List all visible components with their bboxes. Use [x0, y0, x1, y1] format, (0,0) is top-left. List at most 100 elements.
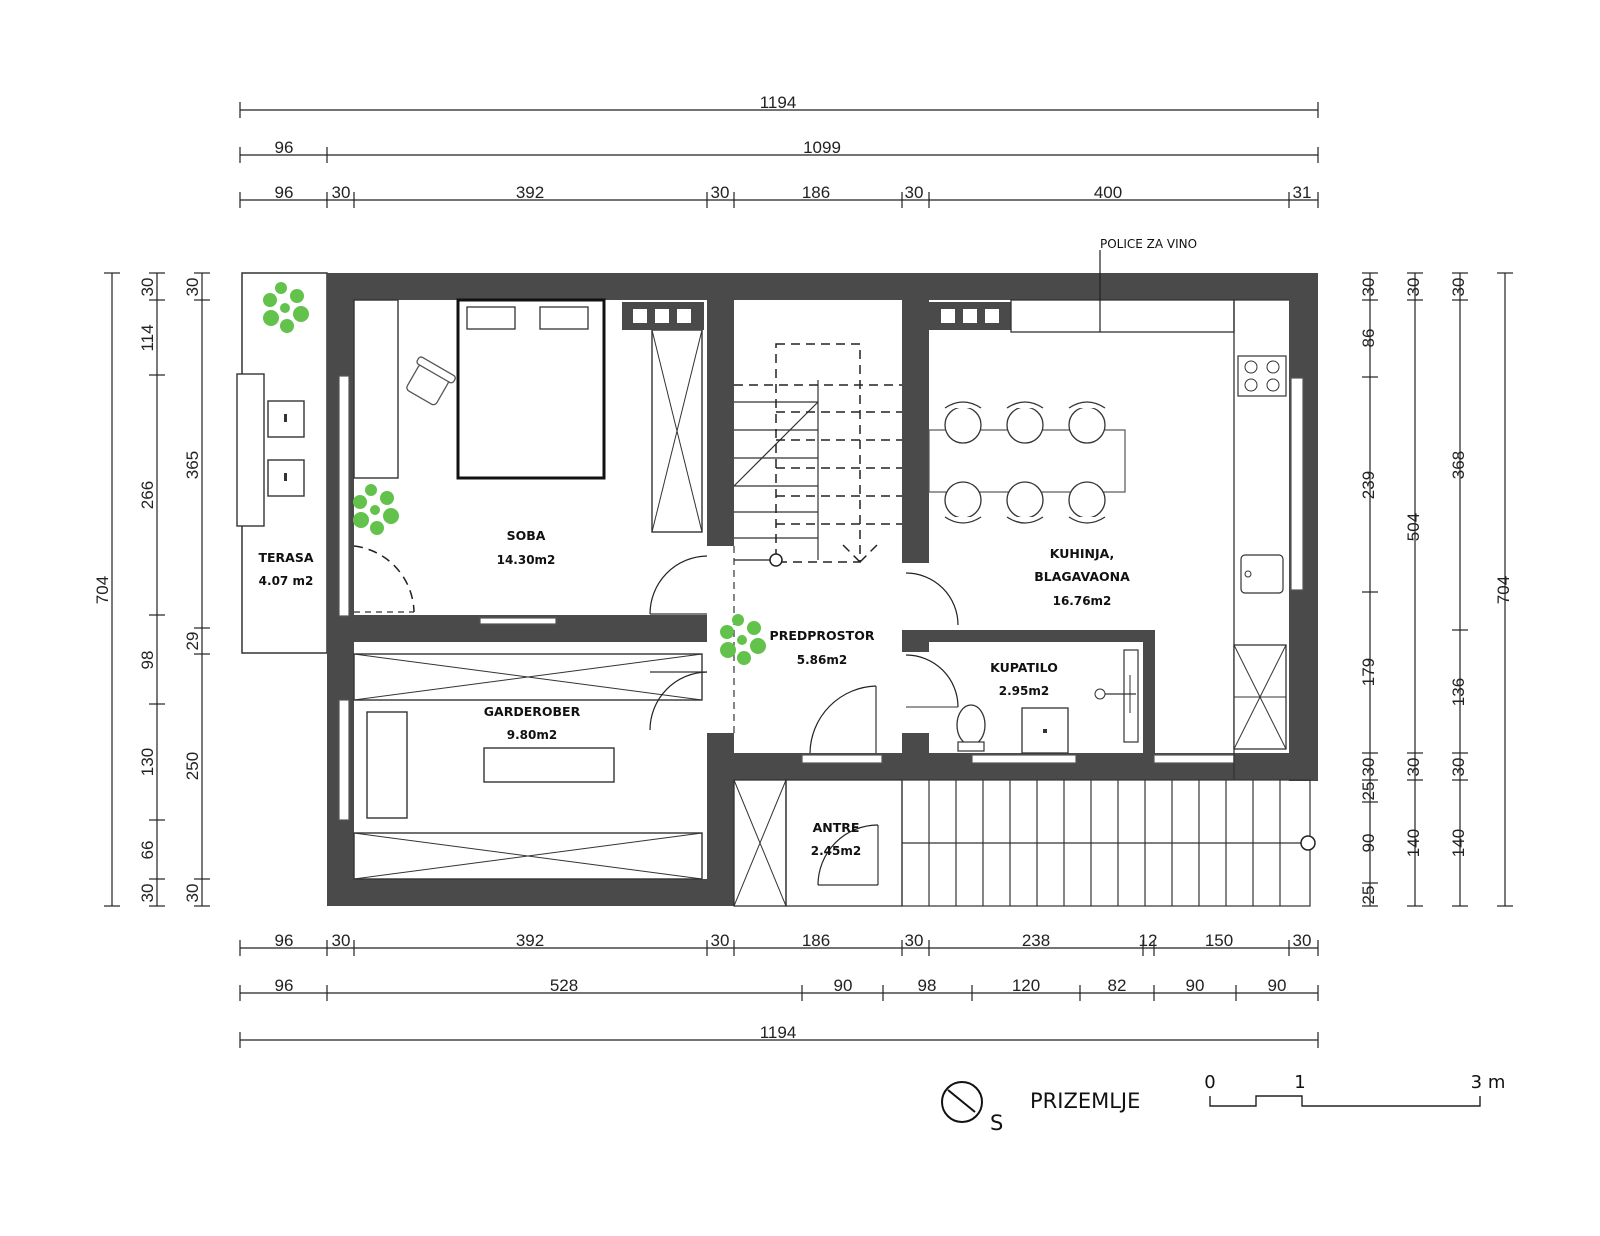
top-dimension-lines [239, 102, 1319, 208]
room-terasa-area: 4.07 m2 [259, 574, 314, 588]
dim-bot1-7: 12 [1139, 931, 1158, 950]
dim-bot2-0: 96 [275, 976, 294, 995]
dim-top2-0: 96 [275, 138, 294, 157]
dim-top3-7: 31 [1293, 183, 1312, 202]
dim-right-m2: 30 [1404, 758, 1423, 777]
right-dimension-labels: 30 86 239 179 30 25 90 25 30 504 30 140 … [1359, 278, 1513, 905]
room-predprostor-name: PREDPROSTOR [770, 628, 875, 643]
right-dimension-lines [1362, 272, 1513, 907]
dim-top2-1: 1099 [803, 138, 841, 157]
chair-icon [944, 481, 982, 524]
dim-left-total: 704 [93, 576, 112, 604]
compass-icon [941, 1081, 983, 1123]
plan-title: PRIZEMLJE [1030, 1089, 1140, 1113]
plant-icon [263, 282, 309, 333]
dim-left-m1: 365 [183, 451, 202, 479]
dim-left-i2: 266 [138, 481, 157, 509]
dim-right-t1: 368 [1449, 451, 1468, 479]
hallway [649, 546, 959, 754]
scale-bar [1209, 1095, 1481, 1107]
dim-bot1-8: 150 [1205, 931, 1233, 950]
dim-top3-3: 30 [711, 183, 730, 202]
dim-top3-4: 186 [802, 183, 830, 202]
scale-label-1: 1 [1294, 1072, 1305, 1093]
dim-right-t4: 140 [1449, 829, 1468, 857]
dim-right-m3: 140 [1404, 829, 1423, 857]
wardrobe-room-furniture [353, 653, 703, 880]
dim-right-i2: 239 [1359, 471, 1378, 499]
dim-top3-1: 30 [332, 183, 351, 202]
dim-left-i3: 98 [138, 651, 157, 670]
bedroom-furniture [353, 298, 704, 613]
dining-chairs [944, 401, 1106, 524]
dim-right-i4: 30 [1359, 758, 1378, 777]
dim-bot2-5: 82 [1108, 976, 1127, 995]
dim-bot2-4: 120 [1012, 976, 1040, 995]
chair-icon [1068, 401, 1106, 444]
dim-top3-0: 96 [275, 183, 294, 202]
chair-icon [944, 401, 982, 444]
dim-top3-6: 400 [1094, 183, 1122, 202]
left-dimension-lines [104, 272, 210, 907]
dim-left-i4: 130 [138, 748, 157, 776]
bathroom-fixtures [956, 649, 1139, 754]
dim-left-i0: 30 [138, 278, 157, 297]
scale-label-3m: 3 m [1471, 1072, 1506, 1093]
room-soba-name: SOBA [507, 528, 546, 543]
dim-bot1-9: 30 [1293, 931, 1312, 950]
exterior-steps [901, 779, 1311, 907]
dim-bot1-2: 392 [516, 931, 544, 950]
dim-bot2-6: 90 [1186, 976, 1205, 995]
dim-bot1-0: 96 [275, 931, 294, 950]
dim-bot2-1: 528 [550, 976, 578, 995]
room-antre-name: ANTRE [813, 820, 860, 835]
terrace [236, 272, 328, 654]
staircase [733, 343, 902, 567]
toilet-icon [956, 704, 986, 752]
dim-right-m1: 504 [1404, 513, 1423, 541]
dim-top3-5: 30 [905, 183, 924, 202]
dim-top-total: 1194 [760, 93, 797, 112]
dim-left-m3: 250 [183, 752, 202, 780]
room-garderober-name: GARDEROBER [484, 704, 581, 719]
desk-chair-icon [406, 356, 456, 406]
compass-letter: S [990, 1111, 1003, 1135]
room-predprostor-area: 5.86m2 [797, 653, 847, 667]
left-dimension-labels: 704 30 114 266 98 130 66 30 30 365 29 25… [93, 278, 202, 903]
dim-left-m0: 30 [183, 278, 202, 297]
chair-icon [1068, 481, 1106, 524]
bottom-dimension-lines [239, 940, 1319, 1048]
chair-icon [1006, 481, 1044, 524]
room-garderober-area: 9.80m2 [507, 728, 557, 742]
dim-left-i1: 114 [138, 324, 157, 351]
dim-left-m4: 30 [183, 884, 202, 903]
kitchen-furniture [928, 250, 1289, 780]
scale-label-0: 0 [1204, 1072, 1215, 1093]
wine-shelves-annotation: POLICE ZA VINO [1100, 237, 1197, 251]
dim-left-i6: 30 [138, 884, 157, 903]
dim-right-m0: 30 [1404, 278, 1423, 297]
plant-icon [720, 614, 766, 665]
dim-bot1-3: 30 [711, 931, 730, 950]
room-kuhinja-name-2: BLAGAVAONA [1034, 569, 1130, 584]
room-terasa-name: TERASA [258, 550, 313, 565]
room-soba-area: 14.30m2 [497, 553, 556, 567]
dim-right-i0: 30 [1359, 278, 1378, 297]
dim-right-t3: 30 [1449, 758, 1468, 777]
dim-bot1-4: 186 [802, 931, 830, 950]
room-kupatilo-area: 2.95m2 [999, 684, 1049, 698]
windows [338, 375, 1304, 821]
dim-bot2-7: 90 [1268, 976, 1287, 995]
room-antre-area: 2.45m2 [811, 844, 861, 858]
room-kupatilo-name: KUPATILO [990, 660, 1058, 675]
stair-end-marker [1300, 835, 1316, 851]
dim-right-i3: 179 [1359, 658, 1378, 686]
dim-right-t0: 30 [1449, 278, 1468, 297]
dim-bot1-5: 30 [905, 931, 924, 950]
room-kuhinja-area: 16.76m2 [1053, 594, 1112, 608]
entrance-hall [733, 779, 903, 907]
dim-bot1-1: 30 [332, 931, 351, 950]
chair-icon [1006, 401, 1044, 444]
dim-left-m2: 29 [183, 632, 202, 651]
dim-left-i5: 66 [138, 841, 157, 860]
